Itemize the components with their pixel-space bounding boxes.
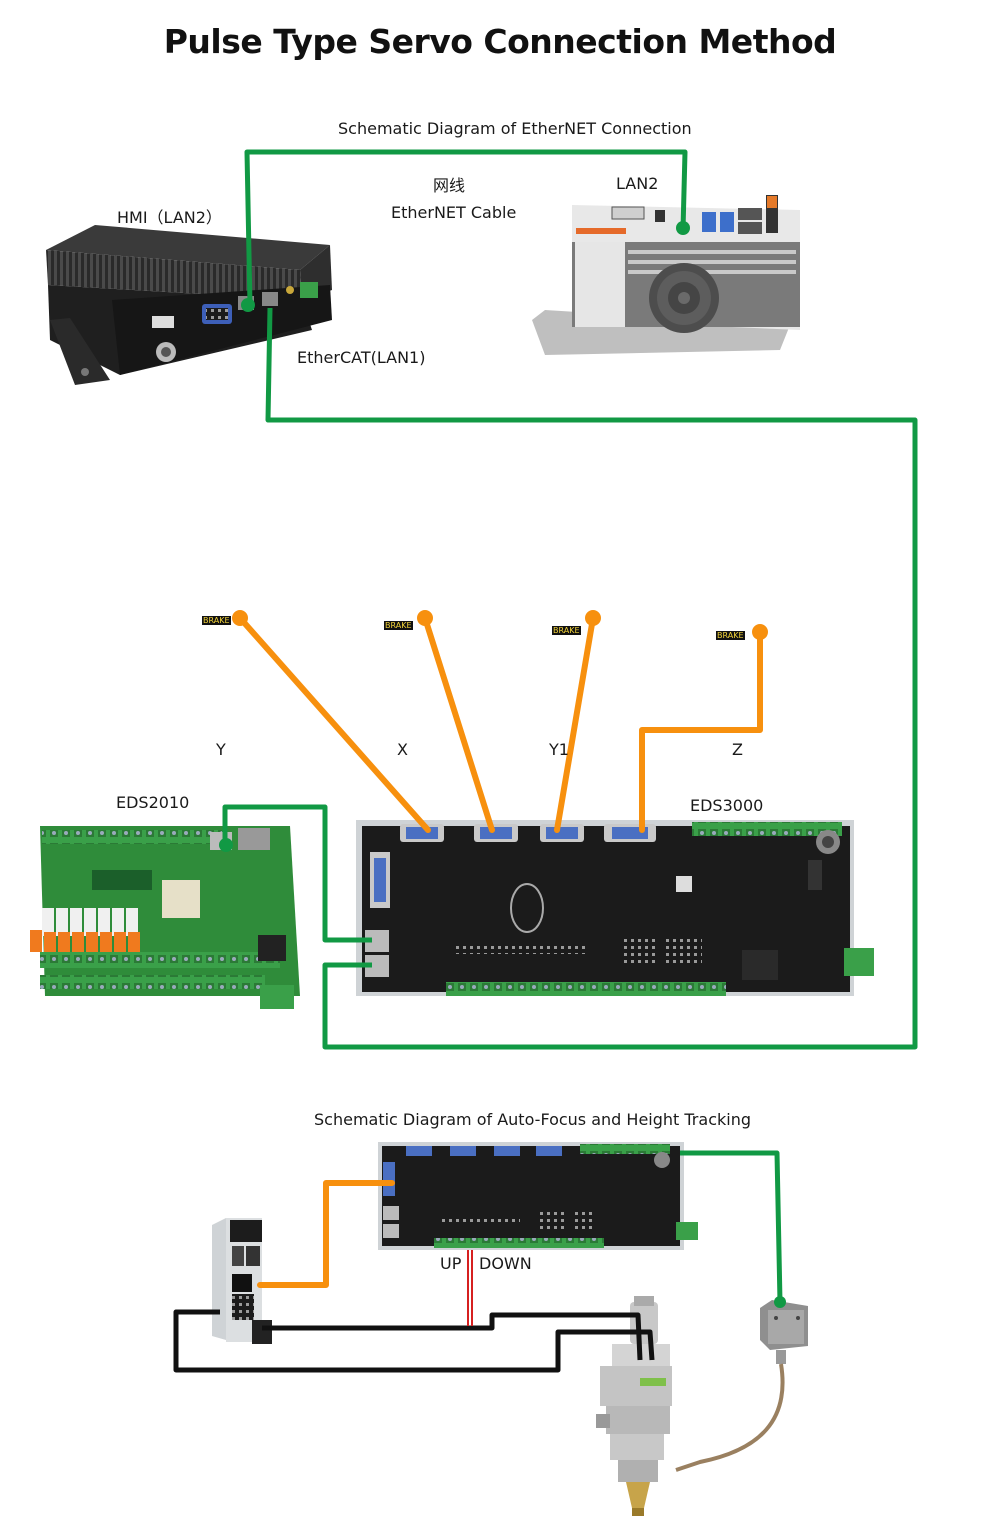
servo-label-y1: Y1 (549, 740, 569, 759)
ethercat-cable-lan1 (265, 307, 918, 1050)
ethernet-cable-lan2 (244, 149, 688, 306)
ethernet-section-heading: Schematic Diagram of EtherNET Connection (338, 119, 692, 138)
hmi-industrial-pc (46, 225, 332, 385)
pulse-cable-y1 (554, 615, 596, 833)
connector-dot (585, 610, 601, 626)
servo-drive-small (212, 1218, 272, 1344)
connector-dot (774, 1296, 786, 1308)
hmi-label: HMI（LAN2） (117, 208, 222, 227)
height-sensor-cable (680, 1150, 783, 1303)
up-label: UP (440, 1254, 462, 1273)
ethercat-label: EtherCAT(LAN1) (297, 348, 426, 367)
autofocus-section-heading: Schematic Diagram of Auto-Focus and Heig… (314, 1110, 751, 1129)
page-title: Pulse Type Servo Connection Method (163, 22, 837, 61)
servo-label-y: Y (216, 740, 226, 759)
laser-cutting-head (596, 1296, 672, 1516)
main-controller-box (532, 195, 800, 355)
sensor-coax-cable (675, 1363, 785, 1472)
eds3000-main-board (356, 820, 874, 996)
pulse-cables (237, 615, 763, 1288)
servo-label-z: Z (732, 740, 743, 759)
connector-dot (241, 298, 255, 312)
controller-port-label: LAN2 (616, 174, 659, 193)
up-down-signal-wires (467, 1250, 473, 1326)
cable-label: EtherNET Cable (391, 203, 517, 222)
servo-label-x: X (397, 740, 408, 759)
eds3000-board-small (378, 1142, 698, 1250)
brake-label: BRAKE (716, 631, 745, 640)
height-sensor-amplifier (760, 1300, 808, 1364)
pulse-cable-z (639, 629, 763, 833)
connector-dot (676, 221, 690, 235)
pulse-cable-autofocus (257, 1180, 395, 1288)
pulse-cable-y (237, 615, 431, 833)
connector-dot (219, 838, 233, 852)
connector-dot (417, 610, 433, 626)
brake-label: BRAKE (202, 616, 231, 625)
brake-label: BRAKE (384, 621, 413, 630)
connector-dot (232, 610, 248, 626)
down-label: DOWN (479, 1254, 532, 1273)
servo-motor-cable (173, 1309, 655, 1373)
cable-label-cn: 网线 (433, 176, 466, 195)
io-board-label: EDS2010 (116, 793, 190, 812)
pulse-cable-x (422, 615, 495, 833)
connector-dot (752, 624, 768, 640)
brake-label: BRAKE (552, 626, 581, 635)
eds2010-io-board (30, 826, 300, 1009)
io-board-ethernet-cable (222, 804, 372, 943)
main-board-label: EDS3000 (690, 796, 764, 815)
